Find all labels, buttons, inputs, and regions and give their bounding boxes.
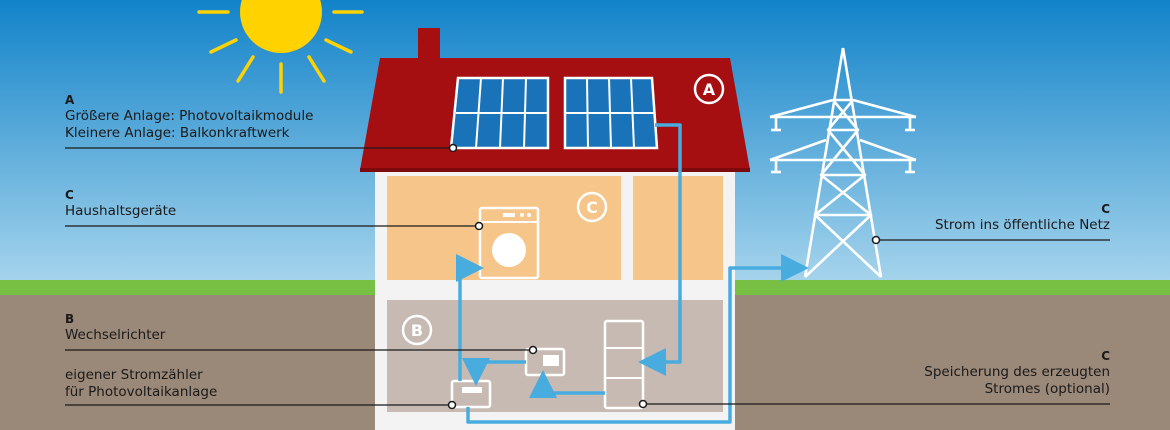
badge-a-letter: A: [703, 80, 716, 99]
roof: [360, 58, 750, 170]
sun-icon: [197, 0, 364, 94]
badge-c: C: [576, 191, 608, 223]
label-pv: A Größere Anlage: Photovoltaikmodule Kle…: [65, 93, 313, 142]
label-appliances-line1: Haushaltsgeräte: [65, 203, 177, 219]
label-meter: eigener Stromzähler für Photovoltaikanla…: [65, 367, 217, 401]
label-pv-line2: Kleinere Anlage: Balkonkraftwerk: [65, 125, 290, 141]
flow-storage-to-inverter: [529, 370, 605, 398]
label-grid-line1: Strom ins öffentliche Netz: [934, 217, 1110, 233]
label-pv-key: A: [65, 93, 75, 107]
washing-machine-icon: [478, 206, 540, 280]
label-meter-line2: für Photovoltaikanlage: [65, 384, 218, 400]
label-meter-line1: eigener Stromzähler: [65, 367, 203, 383]
label-storage-line2: Stromes (optional): [984, 381, 1110, 397]
label-inverter: B Wechselrichter: [65, 312, 165, 344]
label-storage-line1: Speicherung des erzeugten: [924, 364, 1110, 380]
label-inverter-line1: Wechselrichter: [65, 327, 166, 343]
electricity-meter-icon: [450, 379, 492, 409]
badge-b: B: [401, 314, 433, 346]
label-storage-key: C: [1101, 349, 1110, 363]
flow-panel-to-storage: [638, 123, 682, 376]
solar-panel-left: [449, 76, 550, 150]
label-grid-key: C: [1101, 202, 1110, 216]
badge-a: A: [693, 73, 725, 105]
label-storage: C Speicherung des erzeugten Stromes (opt…: [924, 349, 1110, 398]
flow-house-to-grid: [466, 254, 809, 424]
energy-flow-lines: [456, 123, 809, 424]
label-inverter-key: B: [65, 312, 75, 326]
roof-eaves: [360, 168, 750, 172]
flow-inverter-to-meter: [462, 358, 526, 386]
label-grid: C Strom ins öffentliche Netz: [935, 202, 1110, 234]
badge-b-letter: B: [411, 321, 423, 340]
flow-meter-to-appliance: [456, 254, 484, 381]
label-pv-line1: Größere Anlage: Photovoltaikmodule: [65, 108, 314, 124]
label-appliances-key: C: [65, 188, 74, 202]
battery-storage-icon: [603, 319, 645, 410]
leader-lines: [65, 147, 1110, 406]
leader-dots: [447, 143, 881, 410]
badge-c-letter: C: [586, 198, 598, 217]
room-side: [633, 176, 723, 280]
solar-panel-right: [563, 76, 659, 150]
label-appliances: C Haushaltsgeräte: [65, 188, 176, 220]
